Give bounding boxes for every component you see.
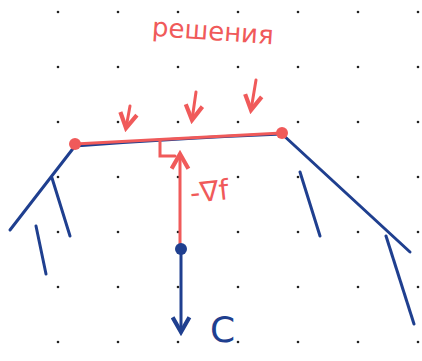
grid-dot [57,286,60,289]
grid-dot [357,121,360,124]
grid-dot [177,66,180,69]
grid-dot [57,11,60,14]
dot-grid [57,11,420,344]
grid-dot [297,341,300,344]
grid-dot [237,231,240,234]
heading-label: решения [151,14,274,48]
grid-dot [57,66,60,69]
grid-dot [237,341,240,344]
grid-dot [297,11,300,14]
grid-dot [57,341,60,344]
grid-dot [117,66,120,69]
grid-dot [417,286,420,289]
gradient-label: -∇f [189,176,230,208]
grid-dot [417,121,420,124]
grid-dot [297,286,300,289]
grid-dot [57,231,60,234]
grid-dot [297,66,300,69]
grid-dot [297,231,300,234]
point-dot [175,243,187,255]
grid-dot [357,176,360,179]
endpoint-dot [276,127,288,139]
grid-dot [357,11,360,14]
grid-dot [417,231,420,234]
grid-dot [357,231,360,234]
grid-dot [417,11,420,14]
endpoint-dot [69,138,81,150]
grid-dot [117,121,120,124]
grid-dot [117,286,120,289]
grid-dot [297,121,300,124]
grid-dot [417,176,420,179]
feasible-region-boundary [10,134,414,324]
grid-dot [357,66,360,69]
grid-dot [417,341,420,344]
grid-dot [237,176,240,179]
grid-dot [297,176,300,179]
grid-dot [357,341,360,344]
grid-dot [417,66,420,69]
solution-set [75,80,282,244]
grid-dot [177,11,180,14]
grid-dot [117,341,120,344]
point-label: C [210,312,235,348]
grid-dot [117,231,120,234]
grid-dot [57,176,60,179]
grid-dot [237,66,240,69]
grid-dot [357,286,360,289]
grid-dot [177,121,180,124]
grid-dot [177,341,180,344]
grid-dot [237,11,240,14]
direction-arrow [180,252,183,332]
grid-dot [237,121,240,124]
grid-dot [177,286,180,289]
grid-dot [237,286,240,289]
grid-dot [117,176,120,179]
grid-dot [57,121,60,124]
grid-dot [117,11,120,14]
